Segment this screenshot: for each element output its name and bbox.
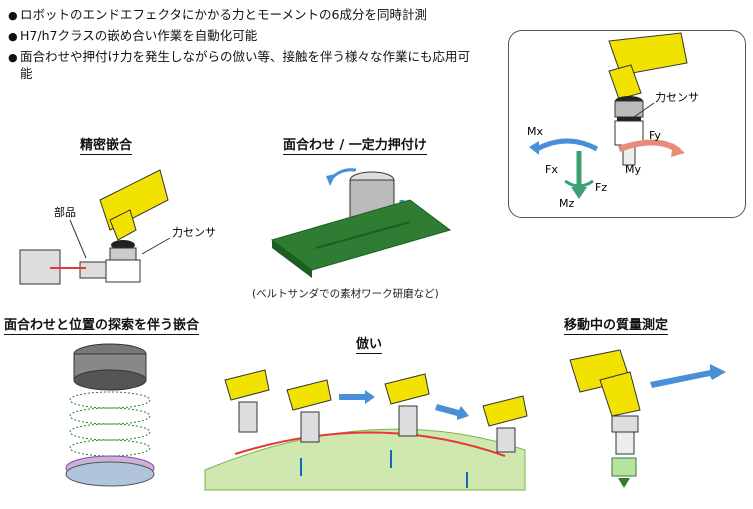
axis-fy: Fy: [649, 129, 661, 142]
bullet-icon: ●: [8, 51, 18, 64]
bullet-icon: ●: [8, 30, 18, 43]
sensor-axes-diagram: 力センサ Mx Fx Fy My Fz Mz: [527, 32, 699, 210]
pressing-illustration: [270, 168, 452, 278]
sensor-axes-inset: 力センサ Mx Fx Fy My Fz Mz: [508, 30, 746, 218]
axis-my: My: [625, 163, 641, 176]
search-illustration: [65, 343, 155, 487]
feature-item: ●H7/h7クラスの嵌め合い作業を自動化可能: [8, 27, 478, 44]
feature-text: 面合わせや押付け力を発生しながらの倣い等、接触を伴う様々な作業にも応用可能: [20, 49, 471, 81]
sensor-label: 力センサ: [655, 91, 699, 104]
robot-arm-icon: [608, 32, 688, 166]
axis-mz: Mz: [559, 197, 574, 210]
feature-item: ●面合わせや押付け力を発生しながらの倣い等、接触を伴う様々な作業にも応用可能: [8, 48, 478, 82]
mass-title: 移動中の質量測定: [564, 314, 669, 335]
feature-list: ●ロボットのエンドエフェクタにかかる力とモーメントの6成分を同時計測 ●H7/h…: [8, 6, 478, 86]
search-title: 面合わせと位置の探索を伴う嵌合: [4, 314, 200, 335]
bullet-icon: ●: [8, 9, 18, 22]
fitting-title: 精密嵌合: [80, 134, 133, 155]
part-label: 部品: [54, 205, 76, 219]
feature-text: ロボットのエンドエフェクタにかかる力とモーメントの6成分を同時計測: [20, 7, 427, 22]
axis-fz: Fz: [595, 181, 607, 194]
fitting-illustration: 部品 力センサ: [19, 169, 216, 285]
pressing-caption: (ベルトサンダでの素材ワーク研磨など): [252, 288, 439, 300]
pressing-title: 面合わせ / 一定力押付け: [283, 134, 427, 155]
tracing-illustration: [204, 369, 528, 491]
tracing-title: 倣い: [356, 333, 383, 354]
feature-item: ●ロボットのエンドエフェクタにかかる力とモーメントの6成分を同時計測: [8, 6, 478, 23]
mass-illustration: [569, 349, 726, 488]
axis-fx: Fx: [545, 163, 558, 176]
fitting-sensor-label: 力センサ: [172, 226, 216, 239]
axis-mx: Mx: [527, 125, 543, 138]
feature-text: H7/h7クラスの嵌め合い作業を自動化可能: [20, 28, 258, 43]
